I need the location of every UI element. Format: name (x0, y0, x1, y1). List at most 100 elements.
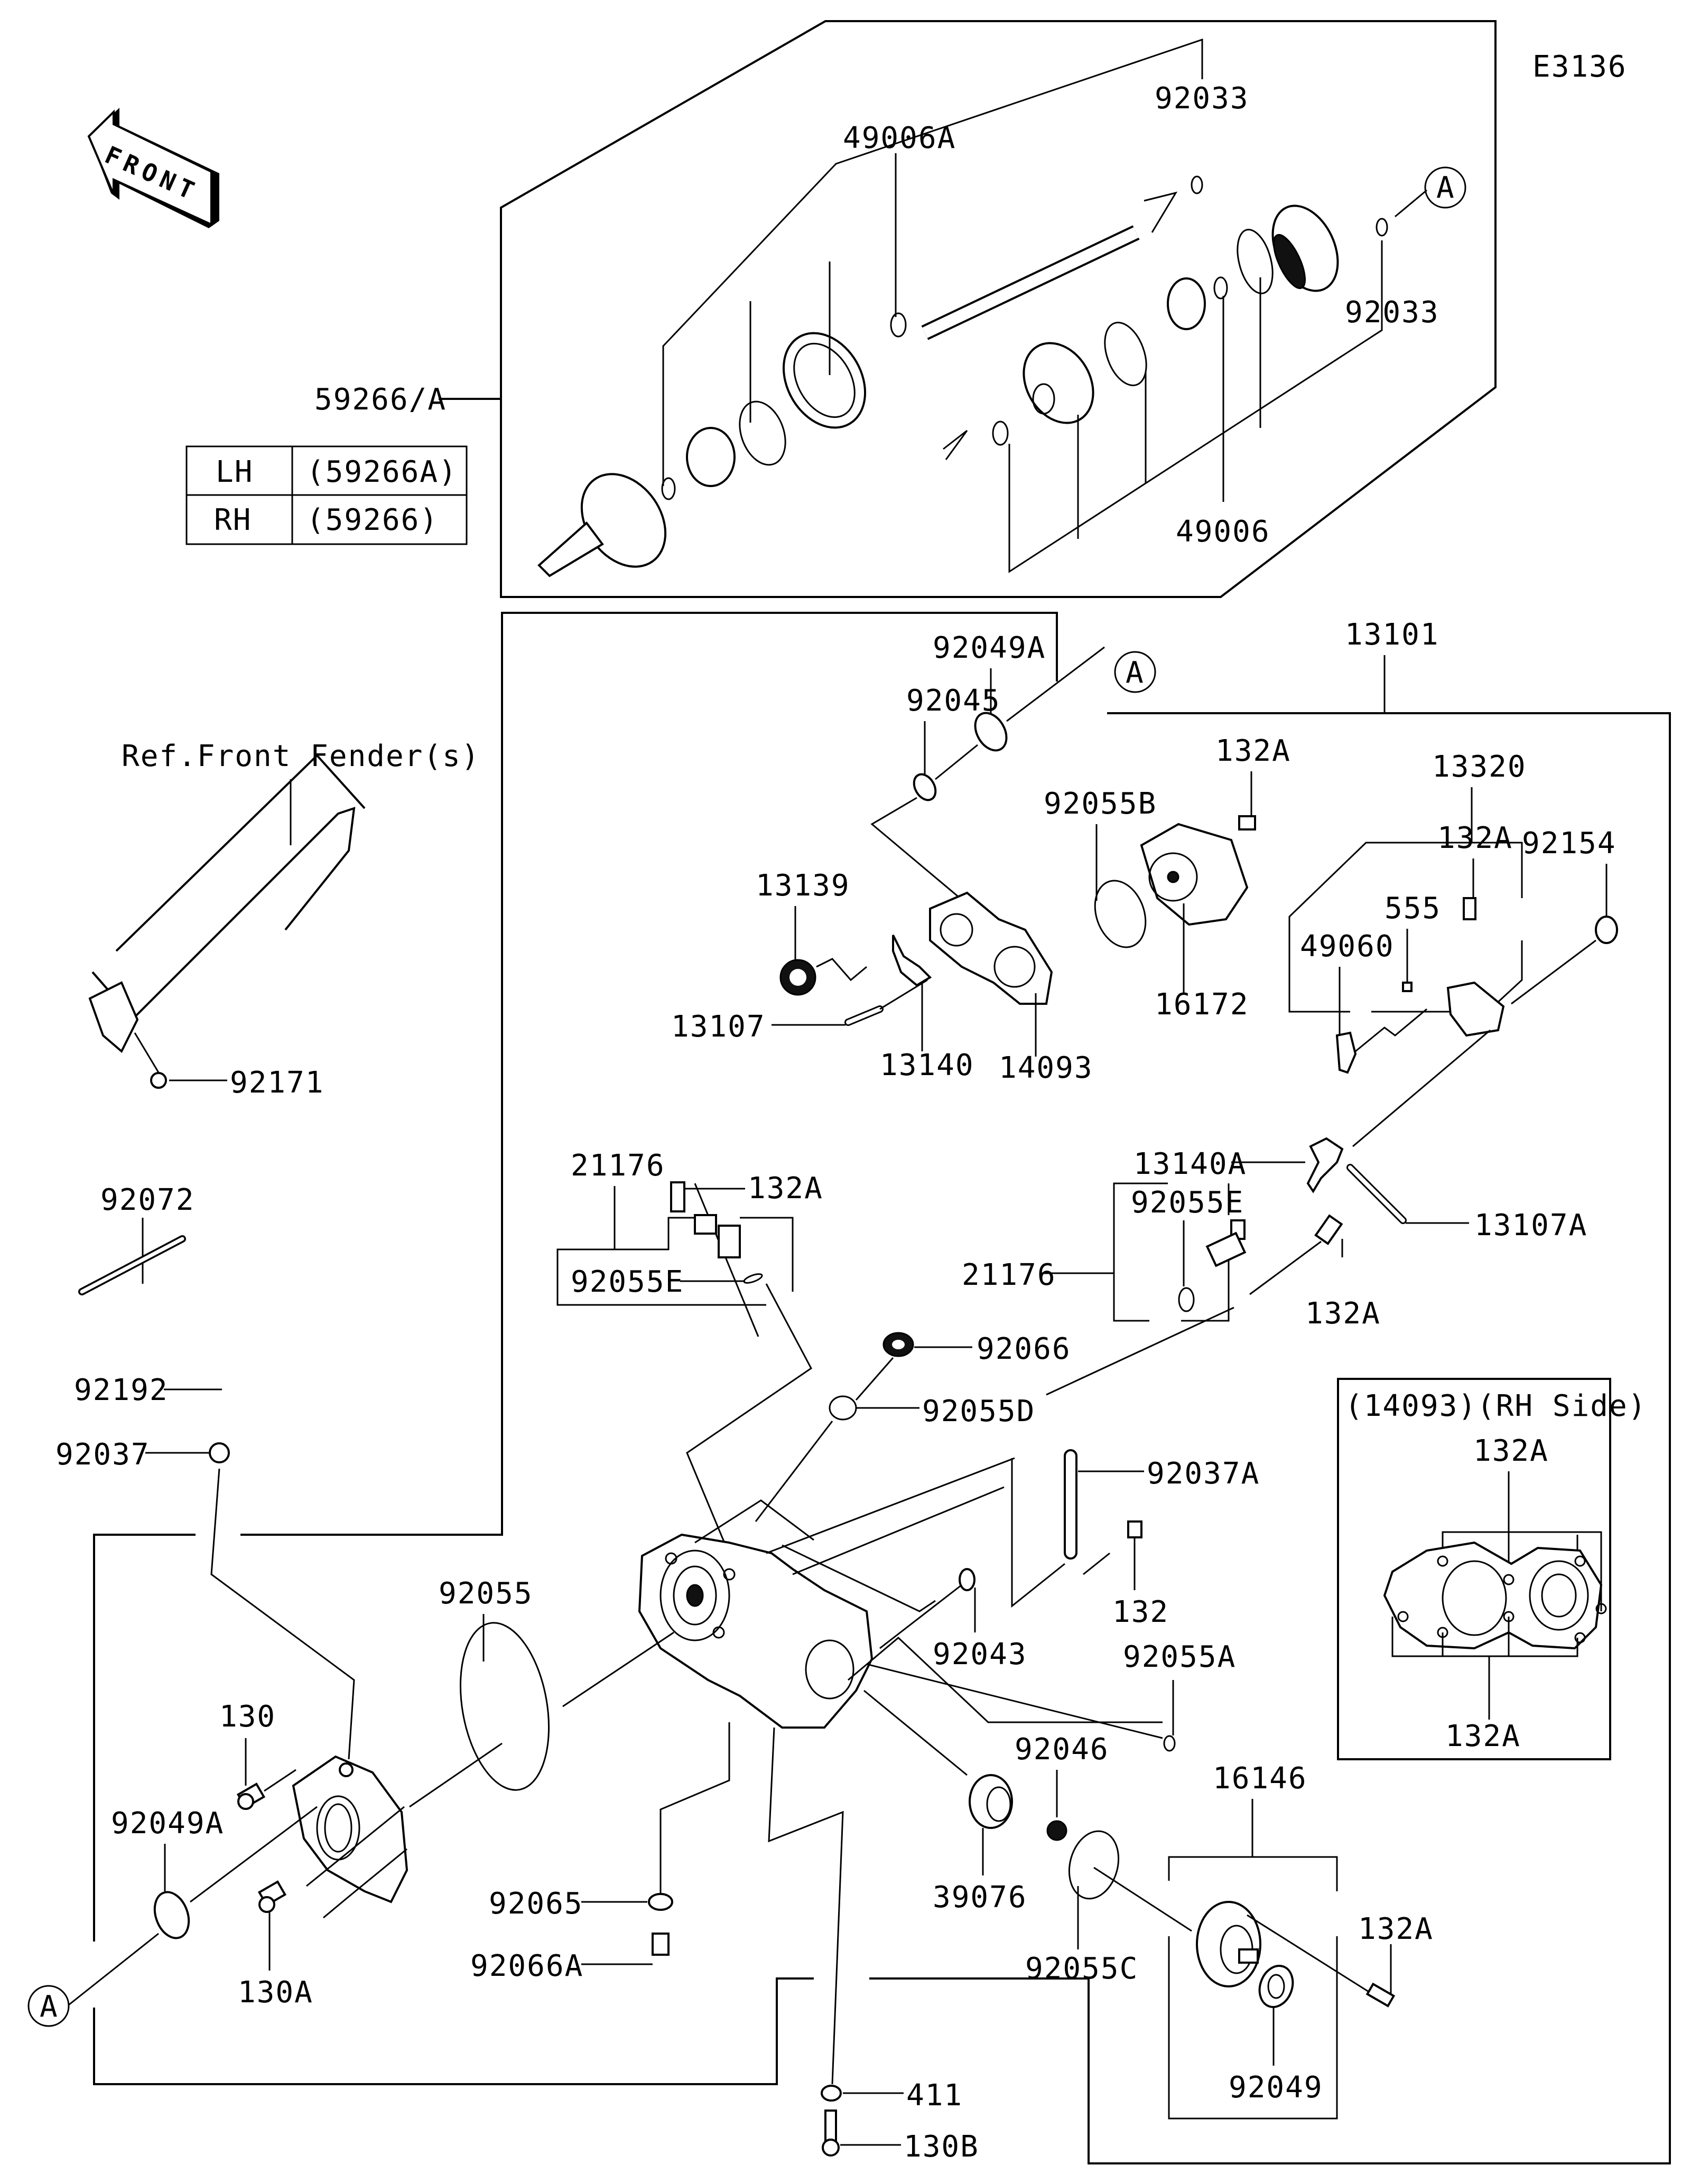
label-132a-5: 132A (1358, 1912, 1434, 1946)
bearing-92045 (913, 773, 937, 801)
bolt-132a-1 (1238, 815, 1256, 830)
fender-bracket (88, 754, 366, 1053)
label-13107a: 13107A (1474, 1208, 1587, 1243)
label-92033-right: 92033 (1345, 295, 1439, 330)
oil-seal-92049a-left (153, 1891, 190, 1939)
inset-title: (14093)(RH Side) (1345, 1389, 1647, 1423)
label-92046: 92046 (1015, 1732, 1109, 1767)
label-13139: 13139 (756, 869, 850, 903)
o-ring-92055a (1163, 1735, 1176, 1752)
label-130a: 130A (238, 1975, 313, 2010)
cv-bearing-inner (1167, 277, 1206, 330)
inset-rh-side (1337, 1378, 1611, 1760)
o-ring-92055d (829, 1395, 857, 1421)
label-16146: 16146 (1213, 1761, 1307, 1796)
label-92045: 92045 (906, 684, 1001, 718)
label-13320: 13320 (1432, 750, 1527, 784)
housing-14093 (929, 891, 1053, 1005)
label-92037: 92037 (55, 1438, 150, 1472)
label-21176-right: 21176 (962, 1258, 1056, 1292)
callout-a-top: A (1424, 166, 1466, 209)
dowel-92043 (959, 1568, 975, 1591)
label-92049a-top: 92049A (933, 631, 1046, 665)
circlip-inner (992, 421, 1009, 446)
boot-band-inner (1104, 322, 1147, 386)
label-92043: 92043 (933, 1637, 1027, 1672)
label-132a-2: 132A (1437, 821, 1513, 855)
label-130: 130 (219, 1700, 276, 1734)
o-ring-92055e-right (1178, 1287, 1195, 1312)
label-132: 132 (1112, 1595, 1169, 1629)
bolt-132a-4 (1314, 1214, 1343, 1245)
gear-case-cover (292, 1755, 408, 1903)
label-92055a: 92055A (1123, 1640, 1236, 1674)
side-table: LH (59266A) RH (59266) (185, 445, 468, 545)
label-132a-4: 132A (1305, 1296, 1381, 1331)
label-13140: 13140 (880, 1048, 974, 1082)
side-table-rh-part: (59266) (306, 503, 439, 537)
label-13140a: 13140A (1133, 1147, 1247, 1181)
circlip (661, 477, 676, 500)
housing-14093-rh (1383, 1541, 1607, 1650)
shift-fork-13140 (892, 935, 932, 987)
label-92066a: 92066A (470, 1949, 583, 1983)
snap-ring (1213, 276, 1228, 300)
strap-92037a (1064, 1449, 1077, 1560)
cv-bearing (686, 427, 736, 487)
breather-hose-92192 (221, 1221, 450, 1459)
label-92049: 92049 (1229, 2070, 1323, 2105)
label-49006a: 49006A (843, 121, 956, 155)
label-92192: 92192 (74, 1373, 169, 1407)
label-92154: 92154 (1522, 826, 1616, 861)
cv-boot-inner (1023, 342, 1094, 424)
circlip-end (1376, 218, 1388, 237)
spring-92046 (1046, 1820, 1067, 1841)
label-92055b: 92055B (1044, 787, 1157, 821)
ref-front-fender-note: Ref.Front Fender(s) (122, 739, 480, 773)
label-92055e-right: 92055E (1131, 1186, 1244, 1220)
cv-joint-inner (1271, 204, 1339, 292)
main-region-border (240, 612, 1058, 1536)
front-arrow-icon: FRONT (87, 108, 219, 228)
label-411: 411 (906, 2078, 963, 2113)
shaft-92154 (1595, 916, 1618, 944)
label-13107: 13107 (671, 1010, 766, 1044)
driveshaft-panel-border (500, 20, 1497, 598)
boot-band-large (1237, 229, 1274, 294)
side-table-lh-part: (59266A) (306, 455, 458, 489)
shift-fork-13140a (1306, 1137, 1344, 1193)
side-table-rh: RH (214, 503, 252, 537)
label-49006: 49006 (1176, 515, 1270, 549)
shift-lever-49060 (1335, 1031, 1357, 1074)
drum-plate (1446, 981, 1505, 1037)
bolt-132a-3 (670, 1181, 685, 1212)
label-13101: 13101 (1345, 618, 1439, 652)
svg-text:A: A (40, 1990, 59, 2024)
bolt-92171 (150, 1072, 167, 1089)
washer-92065 (648, 1893, 673, 1911)
cover-16146 (1196, 1901, 1261, 1987)
label-92066: 92066 (977, 1332, 1071, 1366)
cover-16172 (1140, 823, 1249, 926)
svg-text:A: A (1436, 171, 1455, 205)
pin-555 (1402, 982, 1413, 992)
oil-seal-92049 (1258, 1965, 1294, 2008)
label-92072: 92072 (100, 1183, 195, 1217)
gear-case-main (638, 1533, 874, 1729)
bolt-132 (1127, 1520, 1142, 1538)
label-39076: 39076 (933, 1880, 1027, 1915)
boot-band (739, 400, 786, 466)
label-132a-3: 132A (748, 1171, 823, 1206)
svg-text:A: A (1126, 656, 1145, 690)
label-21176-left: 21176 (571, 1149, 665, 1183)
label-92171: 92171 (230, 1066, 324, 1100)
label-92055d: 92055D (922, 1394, 1035, 1429)
label-92055e-left: 92055E (571, 1265, 684, 1299)
bolt-130b (822, 2110, 840, 2157)
label-14093: 14093 (999, 1051, 1093, 1085)
label-49060: 49060 (1300, 929, 1395, 964)
label-92055c: 92055C (1025, 1952, 1138, 1986)
washer-411 (821, 2085, 842, 2102)
bolt-130 (236, 1782, 266, 1810)
